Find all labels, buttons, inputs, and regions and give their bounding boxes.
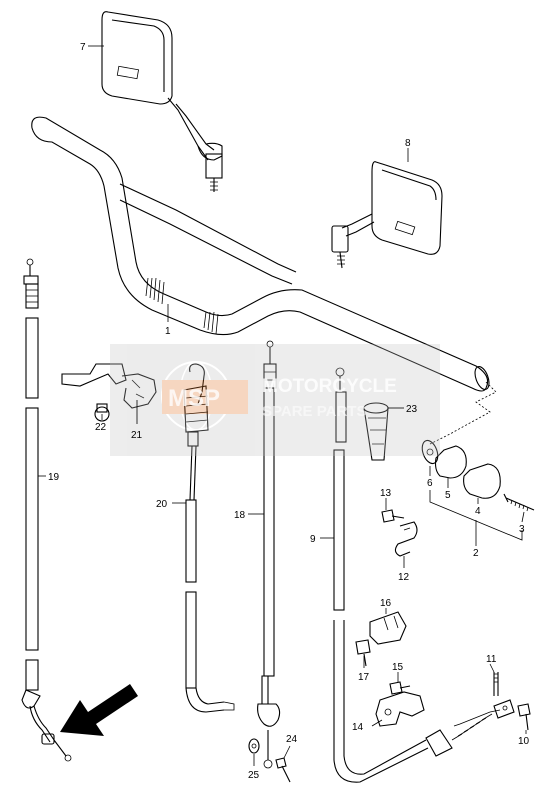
lever-bracket-14-drawing (375, 691, 425, 727)
screw-24-drawing (275, 757, 291, 783)
knurl-left (145, 277, 165, 305)
label-17: 17 (358, 672, 370, 683)
label-16: 16 (380, 598, 392, 609)
label-3: 3 (519, 524, 525, 535)
clip-12-drawing (394, 521, 418, 557)
cable-18-drawing (257, 340, 281, 769)
handlebar-drawing (31, 116, 497, 445)
label-12: 12 (398, 572, 410, 583)
washer-25-drawing (248, 738, 260, 754)
label-4: 4 (475, 506, 481, 517)
label-7: 7 (80, 42, 86, 53)
label-6: 6 (427, 478, 433, 489)
label-10: 10 (518, 736, 530, 747)
label-24: 24 (286, 734, 298, 745)
mirror-right-drawing (331, 161, 443, 269)
label-8: 8 (405, 138, 411, 149)
holder-21-drawing (61, 363, 157, 422)
pin-11-drawing (493, 672, 499, 696)
label-5: 5 (445, 490, 451, 501)
knurl-right (203, 311, 219, 335)
label-22: 22 (95, 422, 107, 433)
label-19: 19 (48, 472, 60, 483)
bolt-17-drawing (355, 639, 371, 667)
bolt-10-drawing (517, 703, 531, 731)
label-13: 13 (380, 488, 392, 499)
label-23: 23 (406, 404, 418, 415)
watermark (110, 344, 440, 456)
label-18: 18 (234, 510, 246, 521)
cable-20-drawing (183, 363, 235, 713)
direction-arrow (60, 684, 138, 736)
label-1: 1 (165, 326, 171, 337)
label-21: 21 (131, 430, 143, 441)
label-25: 25 (248, 770, 260, 781)
clamp-16-drawing (369, 611, 407, 645)
label-14: 14 (352, 722, 364, 733)
label-20: 20 (156, 499, 168, 510)
label-11: 11 (486, 654, 497, 665)
watermark-logo: MSP (168, 385, 220, 412)
cable-19-drawing (21, 258, 72, 762)
screw-13-drawing (381, 509, 405, 523)
label-15: 15 (392, 662, 404, 673)
mirror-left-drawing (101, 11, 223, 192)
cable-9-drawing (333, 367, 515, 783)
watermark-line2: SPARE PARTS (262, 403, 366, 420)
bolt-15-drawing (389, 681, 411, 695)
grip-set-drawing (421, 439, 535, 541)
label-2: 2 (473, 548, 479, 559)
label-9: 9 (310, 534, 316, 545)
watermark-line1: MOTORCYCLE (262, 376, 397, 397)
